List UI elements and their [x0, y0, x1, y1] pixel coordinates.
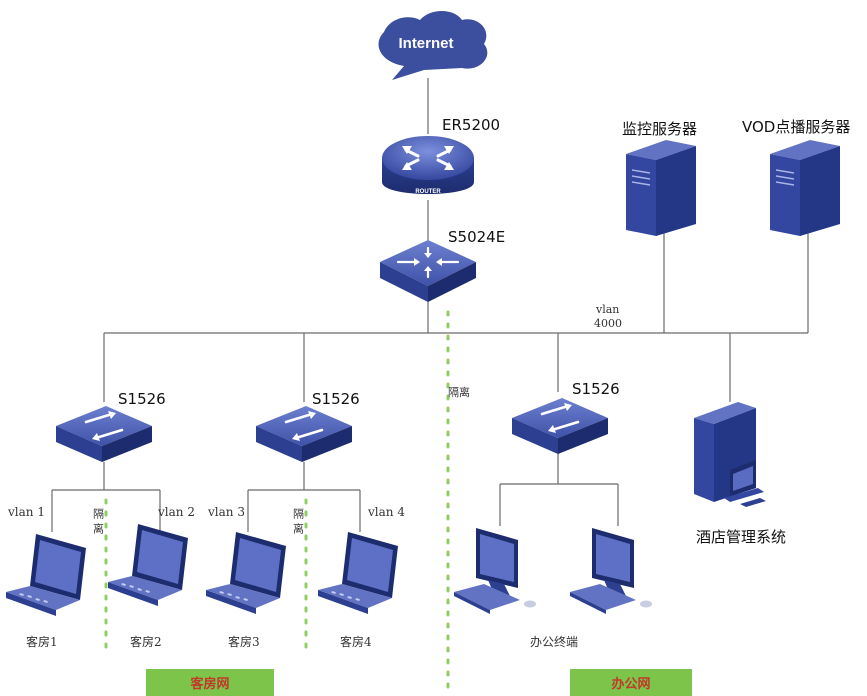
core-switch-label: S5024E	[448, 228, 505, 246]
vlan-4000-label-line1: vlan	[595, 303, 619, 316]
monitor-server-icon	[626, 140, 696, 236]
access-switch-1-icon	[56, 406, 152, 462]
access-switch-3-label: S1526	[572, 380, 620, 398]
access-switch-3-icon	[512, 398, 608, 454]
room-3-label: 客房3	[228, 634, 260, 649]
access-switch-2-label: S1526	[312, 390, 360, 408]
vlan-1-label: vlan 1	[7, 505, 45, 519]
vod-server-icon	[770, 140, 840, 236]
vlan-4000-label-line2: 4000	[594, 317, 622, 330]
monitor-server-label: 监控服务器	[622, 120, 697, 138]
room-2-label: 客房2	[130, 634, 162, 649]
router-icon: ROUTER	[382, 136, 474, 195]
isolation-label-left-1: 隔离	[92, 508, 105, 538]
router-name-label: ER5200	[442, 116, 500, 134]
vlan-2-label: vlan 2	[157, 505, 195, 519]
access-switch-2-icon	[256, 406, 352, 462]
guest-network-zone-label: 客房网	[146, 669, 274, 696]
vlan-4-label: vlan 4	[367, 505, 405, 519]
laptop-1-icon	[6, 534, 86, 616]
room-4-label: 客房4	[340, 634, 372, 649]
router-badge: ROUTER	[415, 189, 441, 195]
desktop-1-icon	[454, 528, 536, 614]
isolation-label-center: 隔离	[448, 385, 470, 399]
hotel-management-label: 酒店管理系统	[696, 528, 786, 546]
vlan-3-label: vlan 3	[207, 505, 245, 519]
access-switch-1-label: S1526	[118, 390, 166, 408]
office-network-zone-label: 办公网	[570, 669, 692, 696]
connection-lines	[51, 78, 809, 532]
laptop-2-icon	[108, 524, 188, 606]
isolation-lines	[104, 310, 450, 694]
isolation-label-left-2: 隔离	[292, 508, 305, 538]
vod-server-label: VOD点播服务器	[742, 118, 850, 136]
room-1-label: 客房1	[26, 634, 58, 649]
internet-cloud-icon: Internet	[378, 11, 488, 80]
internet-label: Internet	[398, 35, 453, 52]
core-switch-icon	[380, 240, 476, 302]
desktop-2-icon	[570, 528, 652, 614]
laptop-4-icon	[318, 532, 398, 614]
hotel-management-server-icon	[694, 402, 766, 507]
office-terminals-label: 办公终端	[530, 634, 578, 649]
laptop-3-icon	[206, 532, 286, 614]
